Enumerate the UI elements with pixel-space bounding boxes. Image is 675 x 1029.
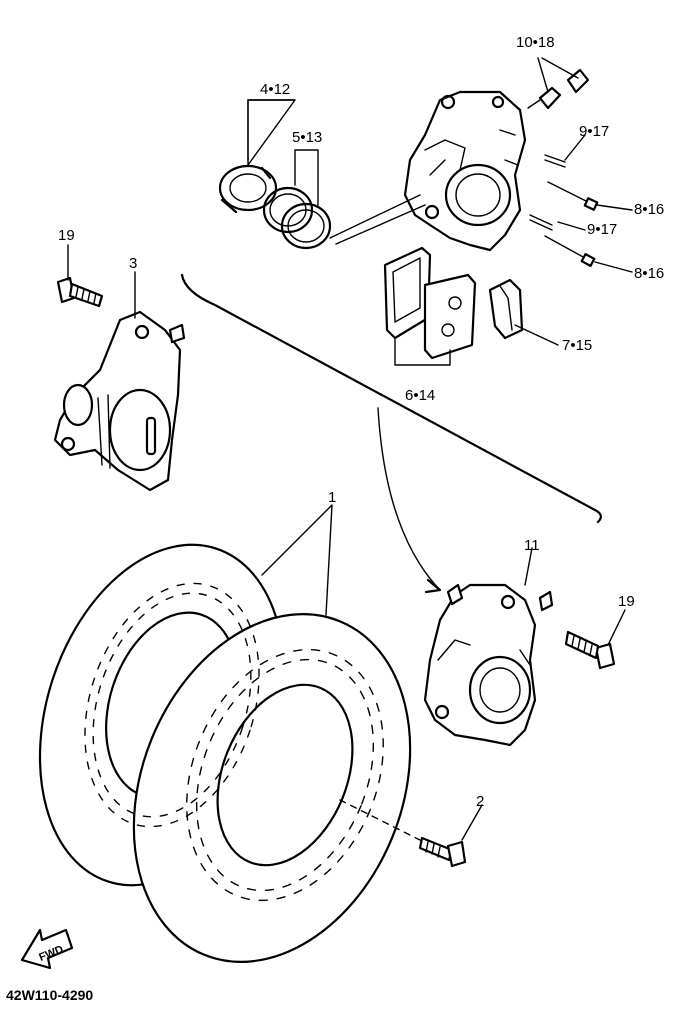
label-19-left: 19	[58, 227, 75, 244]
leader-lines	[67, 57, 633, 841]
label-1: 1	[328, 489, 336, 506]
bolt-disc	[418, 836, 467, 868]
label-9-17-a: 9•17	[579, 123, 609, 140]
label-5-13: 5•13	[292, 129, 322, 146]
piston-seals	[218, 164, 426, 250]
label-19-right: 19	[618, 593, 635, 610]
label-3: 3	[129, 255, 137, 272]
caliper-right	[423, 583, 554, 747]
pins-and-bolts	[529, 154, 599, 267]
assembly-arrow	[377, 407, 442, 594]
brake-pads	[383, 246, 524, 360]
caliper-left	[53, 310, 186, 492]
label-8-16-b: 8•16	[634, 265, 664, 282]
bolt-left	[56, 276, 104, 308]
brake-disc-front	[132, 613, 412, 963]
caliper-upper-exploded	[403, 90, 527, 252]
label-11: 11	[524, 537, 540, 554]
part-labels: 10•18 4•12 5•13 9•17 8•16 9•17 8•16 19 3…	[58, 34, 664, 810]
label-7-15: 7•15	[562, 337, 592, 354]
label-2: 2	[476, 793, 484, 810]
label-10-18: 10•18	[516, 34, 555, 51]
diagram-code: 42W110-4290	[6, 987, 93, 1003]
rear-disc-slots	[84, 582, 260, 828]
forward-arrow-icon: FWD	[20, 928, 74, 970]
label-4-12: 4•12	[260, 81, 290, 98]
bleed-screw	[527, 68, 590, 110]
label-6-14: 6•14	[405, 387, 435, 404]
label-9-17-b: 9•17	[587, 221, 617, 238]
bolt-right	[564, 630, 616, 670]
group-boundary-line	[180, 273, 602, 524]
label-8-16-a: 8•16	[634, 201, 664, 218]
